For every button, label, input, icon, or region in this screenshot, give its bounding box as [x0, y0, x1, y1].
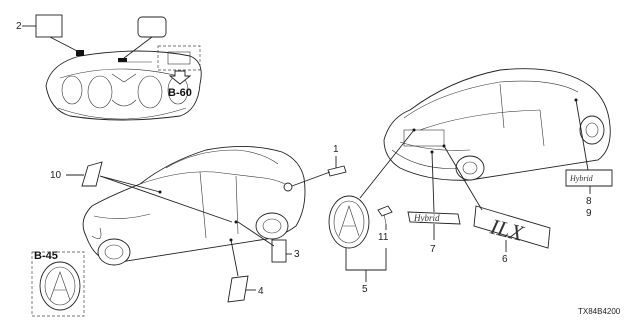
down-arrow-icon [168, 70, 192, 85]
ilx-emblem: ILX [473, 205, 551, 249]
diagram-code: TX84B4200 [578, 307, 621, 316]
hood-ref-box [157, 45, 201, 71]
hybrid-emblem-side: Hybrid [565, 169, 613, 187]
callout-4: 4 [258, 286, 264, 297]
clip-icon [377, 205, 393, 225]
front-reference: B-45 [34, 250, 58, 262]
callout-5: 5 [362, 284, 368, 295]
label-part-1 [327, 165, 347, 177]
car-rear-illustration [383, 68, 611, 181]
label-part-4 [227, 275, 249, 303]
callout-6: 6 [502, 254, 508, 265]
callout-3: 3 [294, 249, 300, 260]
callout-10: 10 [50, 170, 62, 181]
car-side-illustration [82, 145, 306, 266]
front-emblem-ref-box [31, 251, 85, 317]
front-emblem-icon [39, 261, 81, 311]
hybrid-emblem-rear: Hybrid [407, 211, 461, 225]
callout-1: 1 [333, 144, 339, 155]
callout-8: 8 [586, 196, 592, 207]
caution-label-part-2 [137, 16, 167, 38]
svg-text:Hybrid: Hybrid [569, 174, 594, 183]
svg-text:ILX: ILX [487, 213, 528, 246]
hood-illustration [45, 50, 202, 121]
rear-emblem-icon [328, 195, 370, 249]
caution-label-part [35, 14, 63, 38]
callout-9: 9 [586, 208, 592, 219]
label-part-10 [81, 161, 103, 187]
svg-text:Hybrid: Hybrid [413, 213, 440, 223]
callout-2: 2 [16, 21, 22, 32]
label-mark-left [76, 50, 84, 56]
hood-reference: B-60 [168, 87, 192, 99]
label-mark-right [118, 58, 127, 62]
callout-11: 11 [378, 232, 389, 243]
label-part-3 [271, 239, 287, 263]
callout-7: 7 [430, 244, 436, 255]
